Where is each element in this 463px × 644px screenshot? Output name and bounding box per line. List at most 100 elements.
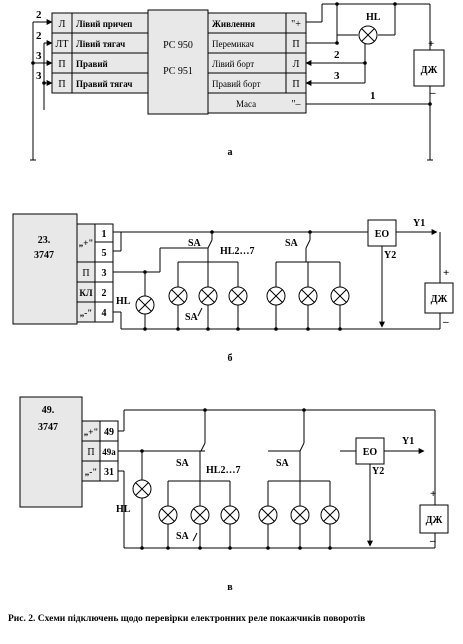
relay-rs950: РС 950 РС 951	[147, 9, 209, 115]
left-terminal-code: Л	[59, 19, 66, 30]
circuit-b: HL SA SA HL2…7	[113, 218, 454, 331]
minus-sign: –	[429, 87, 436, 99]
left-terminal-name: Лівий причеп	[76, 19, 132, 29]
output-label-y1: Y1	[413, 218, 425, 229]
relay-model-line: 3747	[38, 422, 58, 433]
wire-number: 2	[334, 49, 340, 61]
terminal-sign: „+"	[79, 238, 94, 248]
terminal-sign: КЛ	[79, 288, 93, 298]
right-terminal-name: Перемикач	[212, 39, 254, 49]
lamp-icon	[358, 25, 378, 45]
wire-number: 3	[334, 70, 340, 82]
lamp-icon	[220, 505, 240, 525]
left-wiring: 2 2 3 3	[30, 9, 53, 161]
power-source: ДЖ + –	[413, 38, 445, 99]
terminal-number: 4	[102, 308, 107, 319]
left-terminal-name: Лівий тягач	[76, 39, 125, 49]
terminal-sign: „-"	[85, 467, 98, 477]
plus-sign: +	[430, 488, 436, 500]
relay-model-line: 23.	[38, 235, 51, 246]
terminal-number: 49	[104, 427, 114, 438]
source-label: ДЖ	[426, 515, 443, 526]
lamp-icon	[320, 505, 340, 525]
output-label-y1: Y1	[402, 436, 414, 447]
diagram-b: 23. 3747 „+" П КЛ „-" 1 5 3 2 4	[12, 213, 454, 364]
terminal-block: „+" П „-" 49 49а 31	[81, 420, 119, 482]
relay-model-line: РС 951	[163, 66, 193, 77]
relay-model-line: 49.	[42, 405, 55, 416]
terminal-number: 1	[102, 229, 107, 240]
circuit-c: HL SA HL2…7 SA	[116, 408, 449, 550]
source-label: ДЖ	[421, 65, 438, 76]
diagram-a: Л ЛТ П П Лівий причеп Лівий тягач Правий…	[30, 2, 445, 161]
source-label: ДЖ	[431, 294, 448, 305]
terminal-sign: „-"	[80, 308, 93, 318]
right-terminal-name: Живлення	[212, 19, 255, 29]
switch-label: SA	[188, 238, 202, 249]
diagram-label: а	[228, 147, 233, 158]
right-terminal-name: Лівий борт	[212, 59, 254, 69]
output-label-y2: Y2	[384, 250, 396, 261]
terminal-number: 2	[102, 288, 107, 299]
control-unit-eo: ЕО	[367, 219, 397, 247]
switch-label: SA	[276, 458, 290, 469]
right-terminal-block: Живлення Перемикач Лівий борт Правий бор…	[207, 12, 307, 114]
right-terminal-code: П	[292, 39, 299, 50]
diagram-c: 49. 3747 „+" П „-" 49 49а 31	[19, 396, 449, 593]
diagram-label: б	[228, 353, 233, 364]
relay-49-3747: 49. 3747	[19, 396, 83, 508]
plus-sign: +	[443, 267, 449, 279]
lamp-icon	[298, 286, 318, 306]
right-terminal-code: "+	[291, 19, 301, 30]
lamp-icon	[190, 505, 210, 525]
power-source: ДЖ + –	[424, 267, 454, 328]
switch-label: SA	[285, 238, 299, 249]
lamp-icon	[290, 505, 310, 525]
minus-sign: –	[429, 535, 436, 547]
lamp-group-label: HL2…7	[206, 465, 240, 476]
terminal-number: 5	[102, 248, 107, 259]
wire-number: 2	[36, 9, 42, 21]
lamp-icon	[158, 505, 178, 525]
left-terminal-name: Правий	[76, 59, 108, 69]
wire-number: 3	[36, 50, 42, 62]
switch-label: SA	[185, 312, 199, 323]
left-terminal-block: Л ЛТ П П Лівий причеп Лівий тягач Правий…	[51, 12, 149, 94]
relay-model-line: РС 950	[163, 40, 193, 51]
right-terminal-name: Правий борт	[212, 79, 261, 89]
output-label-y2: Y2	[372, 466, 384, 477]
terminal-sign: П	[87, 447, 94, 458]
lamp-icon	[266, 286, 286, 306]
wire-number: 3	[36, 70, 42, 82]
power-source: ДЖ + –	[419, 488, 449, 547]
terminal-sign: П	[82, 268, 89, 279]
switch-label: SA	[176, 531, 190, 542]
lamp-icon	[198, 286, 218, 306]
lamp-icon	[330, 286, 350, 306]
lamp-label: HL	[116, 504, 131, 515]
figure-caption: Рис. 2. Схеми підключень щодо перевірки …	[8, 614, 366, 624]
terminal-sign: „+"	[84, 427, 99, 437]
right-terminal-code: "–	[291, 99, 301, 110]
lamp-label: HL	[116, 296, 131, 307]
right-terminal-code: П	[292, 79, 299, 90]
plus-sign: +	[428, 38, 434, 50]
left-terminal-code: П	[58, 79, 65, 90]
unit-label: ЕО	[363, 447, 378, 458]
relay-23-3747: 23. 3747	[12, 213, 78, 325]
terminal-number: 3	[102, 268, 107, 279]
diagram-label: в	[227, 582, 233, 593]
minus-sign: –	[442, 316, 449, 328]
lamp-icon	[228, 286, 248, 306]
lamp-group-label: HL2…7	[220, 246, 254, 257]
terminal-number: 31	[104, 467, 114, 478]
right-terminal-name: Маса	[236, 99, 256, 109]
control-unit-eo: ЕО	[355, 437, 385, 465]
lamp-icon	[135, 295, 155, 315]
left-terminal-code: П	[58, 59, 65, 70]
wire-number: 1	[370, 90, 376, 102]
switch-label: SA	[176, 458, 190, 469]
right-terminal-code: Л	[293, 59, 300, 70]
lamp-label: HL	[366, 12, 381, 23]
wiring-figure: Л ЛТ П П Лівий причеп Лівий тягач Правий…	[12, 2, 454, 593]
